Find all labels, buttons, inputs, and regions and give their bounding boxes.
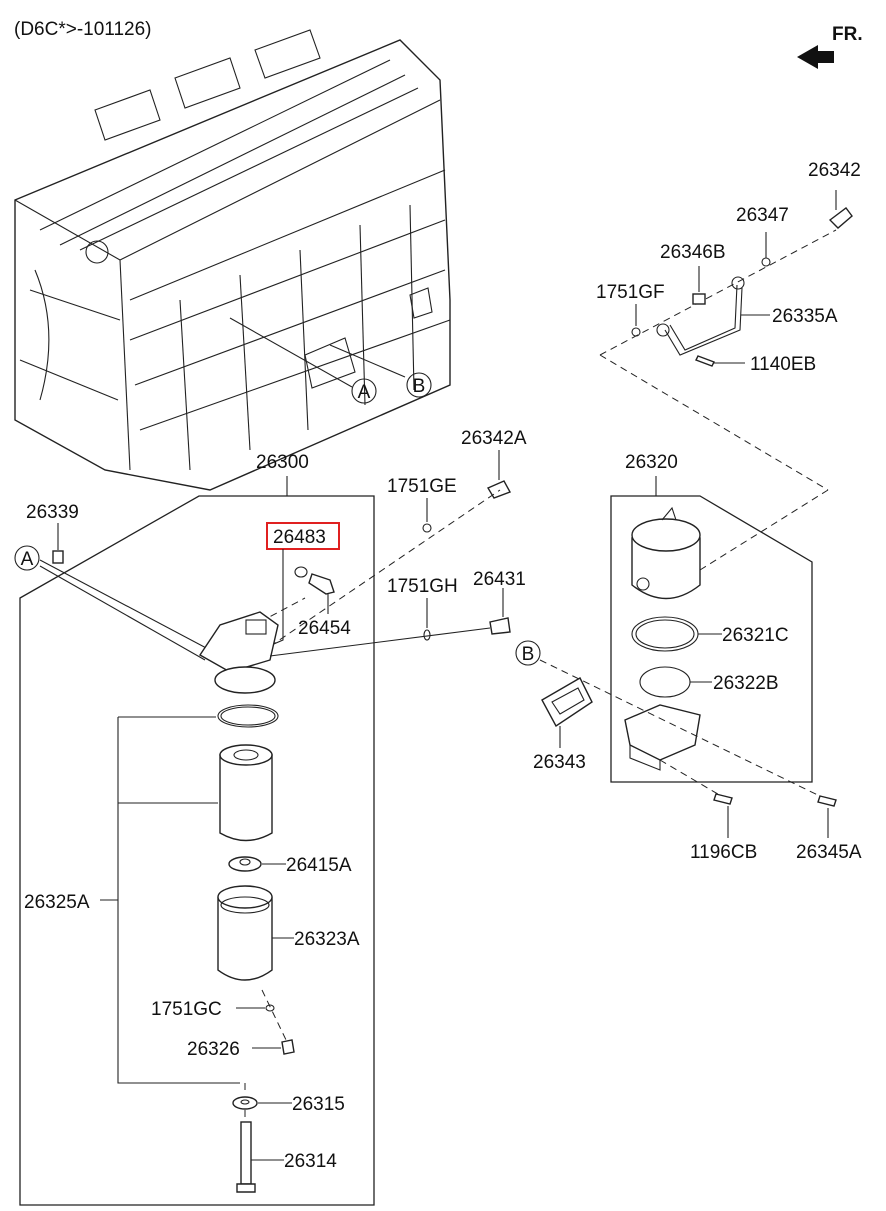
svg-text:A: A xyxy=(358,382,371,403)
part-1140EB-bolt xyxy=(695,355,715,367)
part-26454-bolt xyxy=(308,573,335,595)
bracket xyxy=(624,704,701,771)
callout-a-filter: A xyxy=(14,545,40,571)
part-label-26483[interactable]: 26483 xyxy=(273,527,326,548)
part-label-26345A: 26345A xyxy=(796,842,862,863)
svg-text:B: B xyxy=(413,376,426,397)
part-label-26300: 26300 xyxy=(256,452,309,473)
callout-a-engine: A xyxy=(351,378,377,404)
part-label-26323A: 26323A xyxy=(294,929,360,950)
part-26321C-gasket xyxy=(631,616,699,652)
part-26347-washer xyxy=(761,257,771,267)
filter-head xyxy=(199,611,279,694)
part-1751GE-washer xyxy=(422,523,432,533)
callout-b-filter: B xyxy=(515,640,541,666)
part-label-26343: 26343 xyxy=(533,752,586,773)
part-label-26315: 26315 xyxy=(292,1094,345,1115)
part-label-1751GE: 1751GE xyxy=(387,476,457,497)
part-26339-plug xyxy=(52,550,64,564)
filter-element xyxy=(219,744,273,842)
part-26315-washer xyxy=(232,1096,258,1110)
part-26415A-seal xyxy=(228,856,262,872)
svg-text:A: A xyxy=(21,549,34,570)
part-label-26335A: 26335A xyxy=(772,306,838,327)
part-label-26325A: 26325A xyxy=(24,892,90,913)
part-label-26320: 26320 xyxy=(625,452,678,473)
part-1751GF-washer xyxy=(631,327,641,337)
part-label-26347: 26347 xyxy=(736,205,789,226)
highlight-box-26483 xyxy=(266,522,340,550)
svg-text:B: B xyxy=(522,644,535,665)
part-label-26431: 26431 xyxy=(473,569,526,590)
part-26322B-gasket xyxy=(639,666,691,698)
engine-block xyxy=(14,29,451,491)
part-26345A-bolt xyxy=(817,795,837,807)
part-1751GH-washer xyxy=(423,629,431,641)
part-label-26322B: 26322B xyxy=(713,673,779,694)
part-label-1140EB: 1140EB xyxy=(750,354,816,375)
part-26343-gasket xyxy=(541,677,593,728)
filter-o-ring xyxy=(217,704,279,728)
callout-b-engine: B xyxy=(406,372,432,398)
part-label-26339: 26339 xyxy=(26,502,79,523)
part-label-26314: 26314 xyxy=(284,1151,337,1172)
part-label-1751GF: 1751GF xyxy=(596,282,665,303)
part-label-26321C: 26321C xyxy=(722,625,789,646)
part-26342A-plug xyxy=(486,480,512,499)
part-1751GC-washer xyxy=(265,1004,275,1012)
part-label-1751GH: 1751GH xyxy=(387,576,458,597)
part-26431-fitting xyxy=(489,617,511,635)
part-label-1751GC: 1751GC xyxy=(151,999,222,1020)
part-label-26415A: 26415A xyxy=(286,855,352,876)
model-code: (D6C*>-101126) xyxy=(14,19,151,40)
part-label-26342: 26342 xyxy=(808,160,861,181)
part-label-1196CB: 1196CB xyxy=(690,842,757,863)
part-1196CB-bolt xyxy=(713,793,733,805)
part-26335A-pipe xyxy=(656,276,745,356)
part-26326-plug xyxy=(281,1039,295,1055)
part-26342-plug xyxy=(828,207,853,229)
part-label-26342A: 26342A xyxy=(461,428,527,449)
front-direction-label: FR. xyxy=(832,24,863,45)
part-26346B-fitting xyxy=(692,293,706,305)
part-label-26346B: 26346B xyxy=(660,242,726,263)
part-26483-o-ring xyxy=(294,566,308,578)
part-26320-housing xyxy=(631,506,701,600)
part-26323A-bowl xyxy=(217,885,273,981)
part-26314-center-bolt xyxy=(236,1121,256,1193)
part-label-26326: 26326 xyxy=(187,1039,240,1060)
part-label-26454: 26454 xyxy=(298,618,351,639)
front-direction-icon xyxy=(797,45,834,69)
